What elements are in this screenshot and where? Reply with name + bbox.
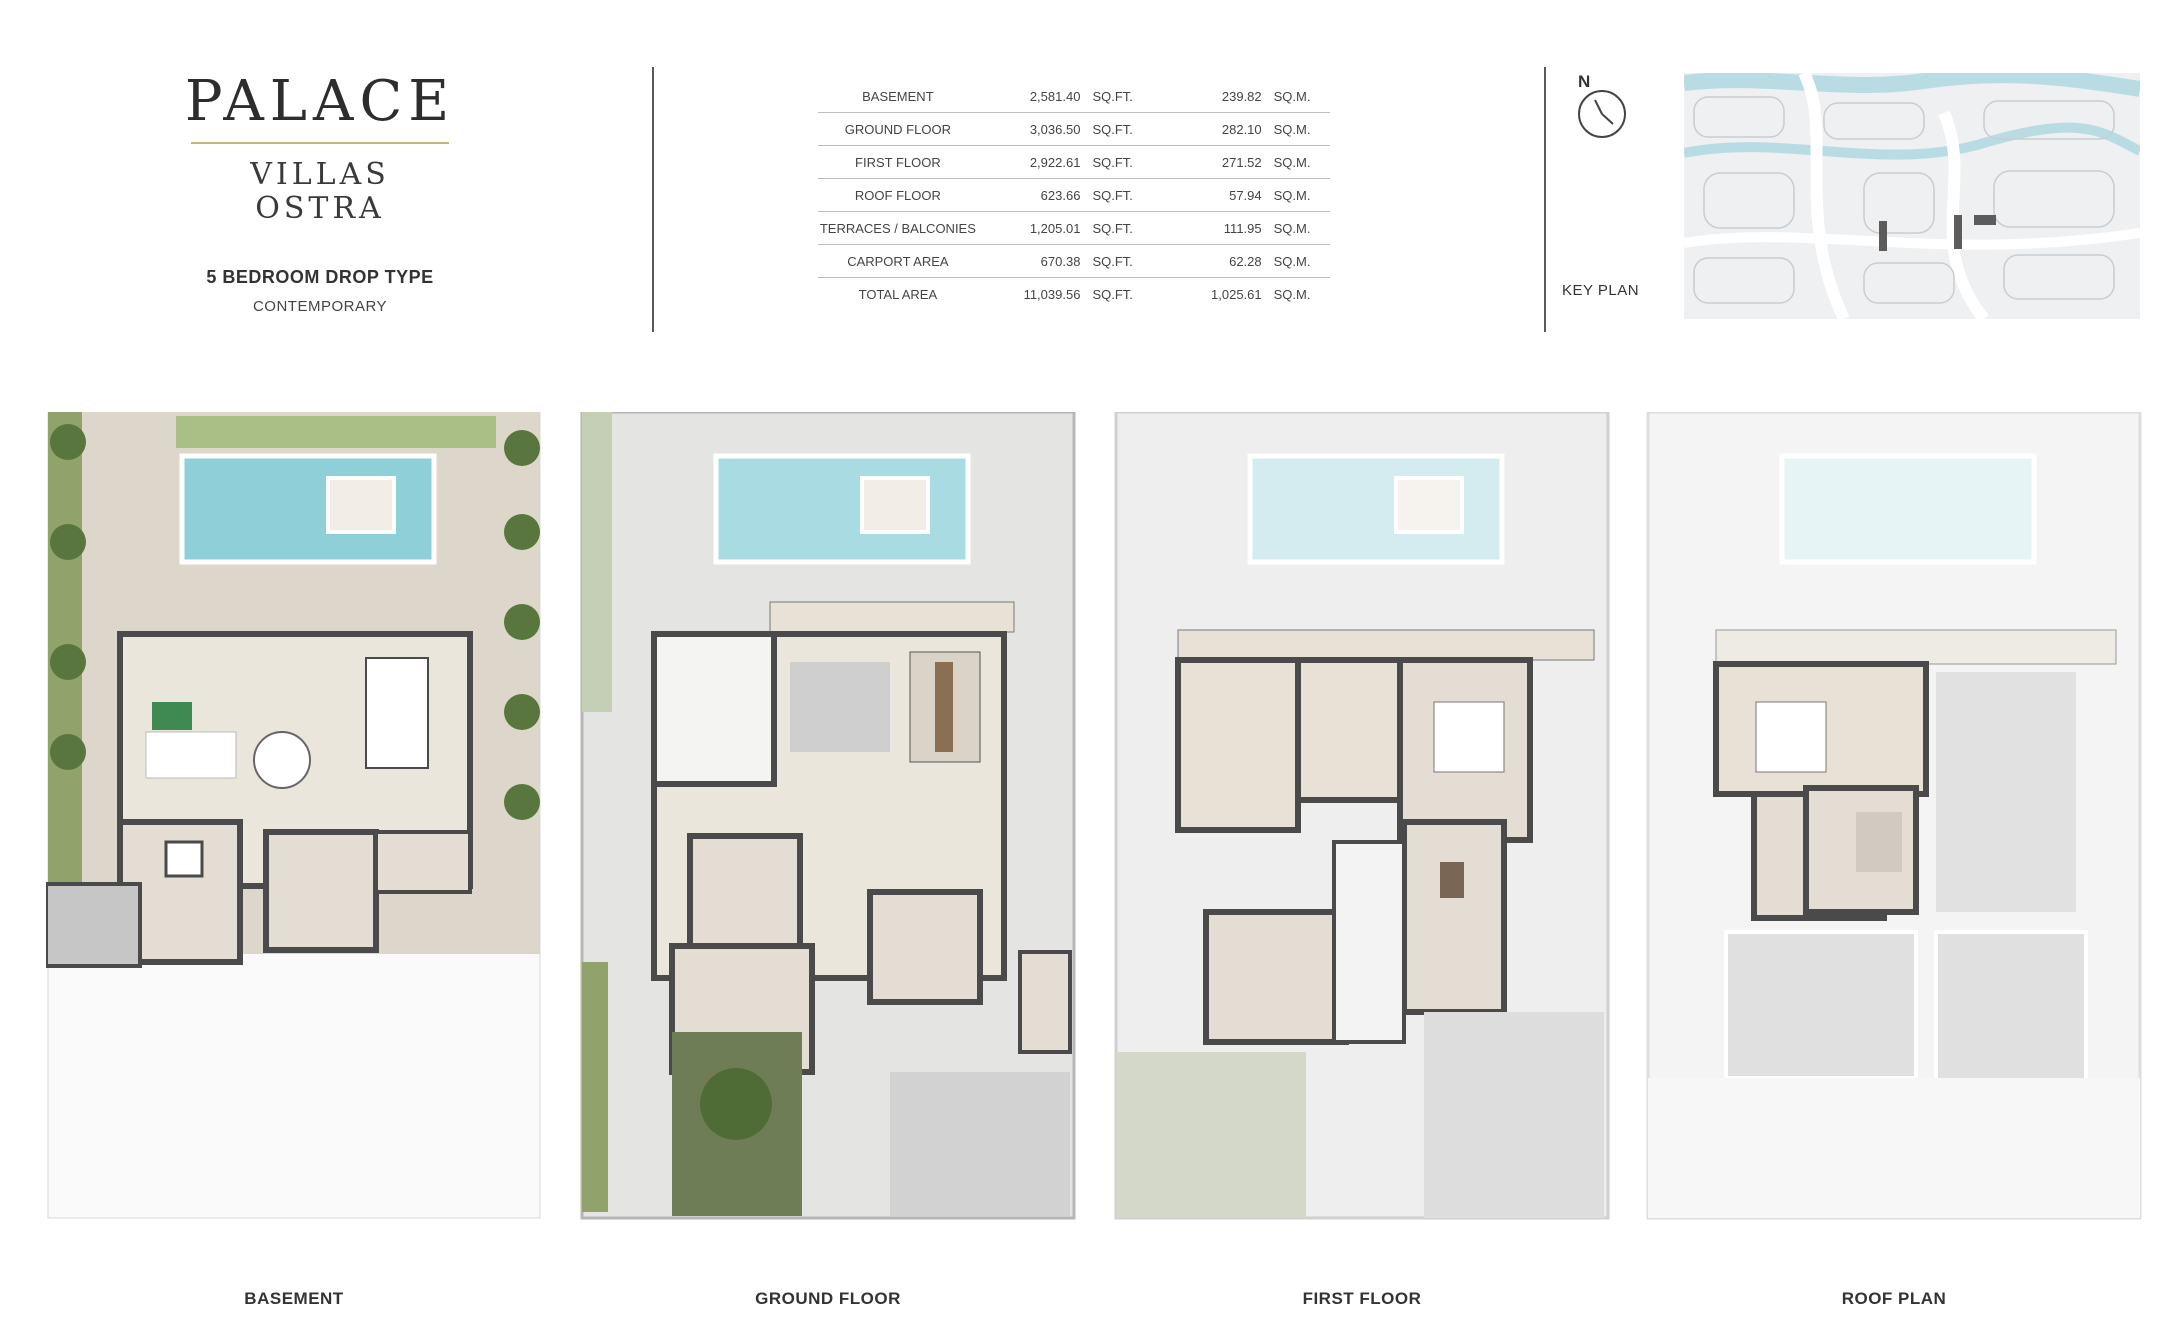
area-sqm: 271.52 <box>1153 145 1274 179</box>
area-sqm-unit: SQ.M. <box>1273 178 1330 212</box>
area-sqm: 57.94 <box>1153 178 1274 212</box>
area-sqft: 2,581.40 <box>977 80 1093 113</box>
area-sqft: 3,036.50 <box>977 112 1093 146</box>
brand-logo: PALACE VILLAS OSTRA <box>150 70 490 226</box>
roof-plan <box>1646 410 2142 1220</box>
area-sqft: 2,922.61 <box>977 145 1093 179</box>
area-name: ROOF FLOOR <box>818 178 978 212</box>
area-sqm: 1,025.61 <box>1211 286 1262 302</box>
area-sqft-unit: SQ.FT. <box>1092 80 1154 113</box>
area-sqm-unit: SQ.M. <box>1273 244 1330 278</box>
area-row: TOTAL AREA 11,039.56 SQ.FT. 1,025.61 SQ.M. <box>818 278 1330 311</box>
area-sqft-unit: SQ.FT. <box>1092 145 1154 179</box>
area-sqm-unit: SQ.M. <box>1273 145 1330 179</box>
area-sqm: 111.95 <box>1153 211 1274 245</box>
area-name: FIRST FLOOR <box>818 145 978 179</box>
first-floor-plan <box>1114 410 1610 1220</box>
area-name: CARPORT AREA <box>818 244 978 278</box>
brand-line1: VILLAS <box>250 157 390 192</box>
brand-name: PALACE <box>184 69 456 134</box>
area-name: BASEMENT <box>818 80 978 113</box>
area-sqft-unit: SQ.FT. <box>1092 112 1154 146</box>
unit-type-title: 5 BEDROOM DROP TYPE <box>206 267 434 287</box>
area-sqft: 623.66 <box>977 178 1093 212</box>
header-divider <box>1544 67 1546 332</box>
area-name: TOTAL AREA <box>858 286 938 302</box>
area-sqm: 239.82 <box>1153 80 1274 113</box>
area-sqm-unit: SQ.M. <box>1273 112 1330 146</box>
brand-rule <box>191 142 449 144</box>
floor-label-ground: GROUND FLOOR <box>755 1289 901 1308</box>
key-plan-map <box>1684 73 2140 319</box>
north-label: N <box>1578 72 1591 91</box>
brand-line2: OSTRA <box>255 191 385 226</box>
area-sqft: 1,205.01 <box>977 211 1093 245</box>
area-sqm-unit: SQ.M. <box>1273 211 1330 245</box>
area-name: TERRACES / BALCONIES <box>818 211 978 245</box>
floor-label-roof: ROOF PLAN <box>1841 1289 1947 1308</box>
area-sqm: 282.10 <box>1153 112 1274 146</box>
header-divider <box>652 67 654 332</box>
unit-style: CONTEMPORARY <box>252 298 388 315</box>
area-sqft-unit: SQ.FT. <box>1092 286 1133 302</box>
basement-plan <box>44 411 542 1220</box>
key-plan-label: KEY PLAN <box>1562 282 1640 299</box>
area-sqm-unit: SQ.M. <box>1273 80 1330 113</box>
ground-floor-plan <box>580 410 1076 1220</box>
area-sqft: 11,039.56 <box>1023 286 1081 302</box>
compass-icon <box>1578 90 1626 138</box>
area-sqm: 62.28 <box>1153 244 1274 278</box>
area-sqft-unit: SQ.FT. <box>1092 211 1154 245</box>
floor-label-basement: BASEMENT <box>244 1289 344 1308</box>
floor-label-first: FIRST FLOOR <box>1302 1289 1422 1308</box>
area-sqft: 670.38 <box>977 244 1093 278</box>
area-sqft-unit: SQ.FT. <box>1092 244 1154 278</box>
area-sqm-unit: SQ.M. <box>1273 286 1311 302</box>
area-name: GROUND FLOOR <box>818 112 978 146</box>
area-sqft-unit: SQ.FT. <box>1092 178 1154 212</box>
